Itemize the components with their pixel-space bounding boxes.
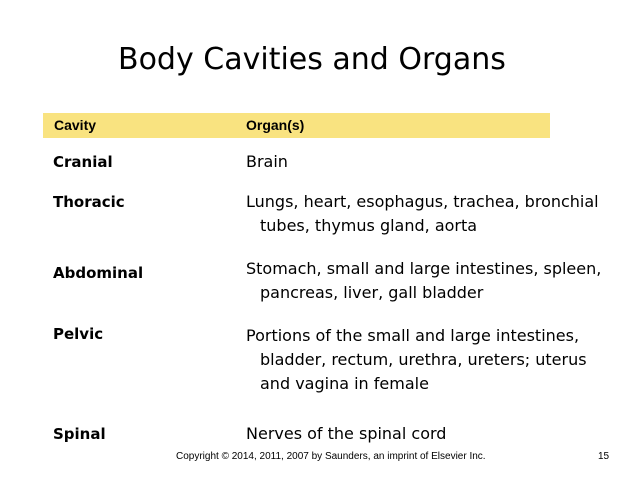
copyright-footer: Copyright © 2014, 2011, 2007 by Saunders… [176, 451, 486, 462]
organs-line: pancreas, liver, gall bladder [260, 283, 484, 302]
cavity-spinal: Spinal [53, 425, 106, 443]
cavity-pelvic: Pelvic [53, 325, 104, 343]
organs-line: Brain [246, 152, 288, 171]
organs-thoracic: Lungs, heart, esophagus, trachea, bronch… [246, 190, 599, 238]
organs-abdominal: Stomach, small and large intestines, spl… [246, 257, 601, 305]
organs-line: bladder, rectum, urethra, ureters; uteru… [260, 350, 587, 369]
organs-line: Portions of the small and large intestin… [246, 326, 580, 345]
table-header: Cavity Organ(s) [43, 113, 550, 138]
cavity-column-header: Cavity [54, 117, 97, 133]
slide-title: Body Cavities and Organs [118, 42, 506, 77]
cavity-thoracic: Thoracic [53, 193, 125, 211]
organs-line: Lungs, heart, esophagus, trachea, bronch… [246, 192, 599, 211]
organs-cranial: Brain [246, 150, 288, 174]
organs-line: Nerves of the spinal cord [246, 424, 447, 443]
organs-spinal: Nerves of the spinal cord [246, 422, 446, 446]
organs-column-header: Organ(s) [246, 117, 305, 133]
page-number: 15 [598, 451, 610, 462]
organs-pelvic: Portions of the small and large intestin… [246, 324, 587, 396]
cavity-cranial: Cranial [53, 153, 113, 171]
organs-line: and vagina in female [260, 374, 429, 393]
organs-line: tubes, thymus gland, aorta [260, 216, 478, 235]
organs-line: Stomach, small and large intestines, spl… [246, 259, 602, 278]
cavity-abdominal: Abdominal [53, 264, 144, 282]
